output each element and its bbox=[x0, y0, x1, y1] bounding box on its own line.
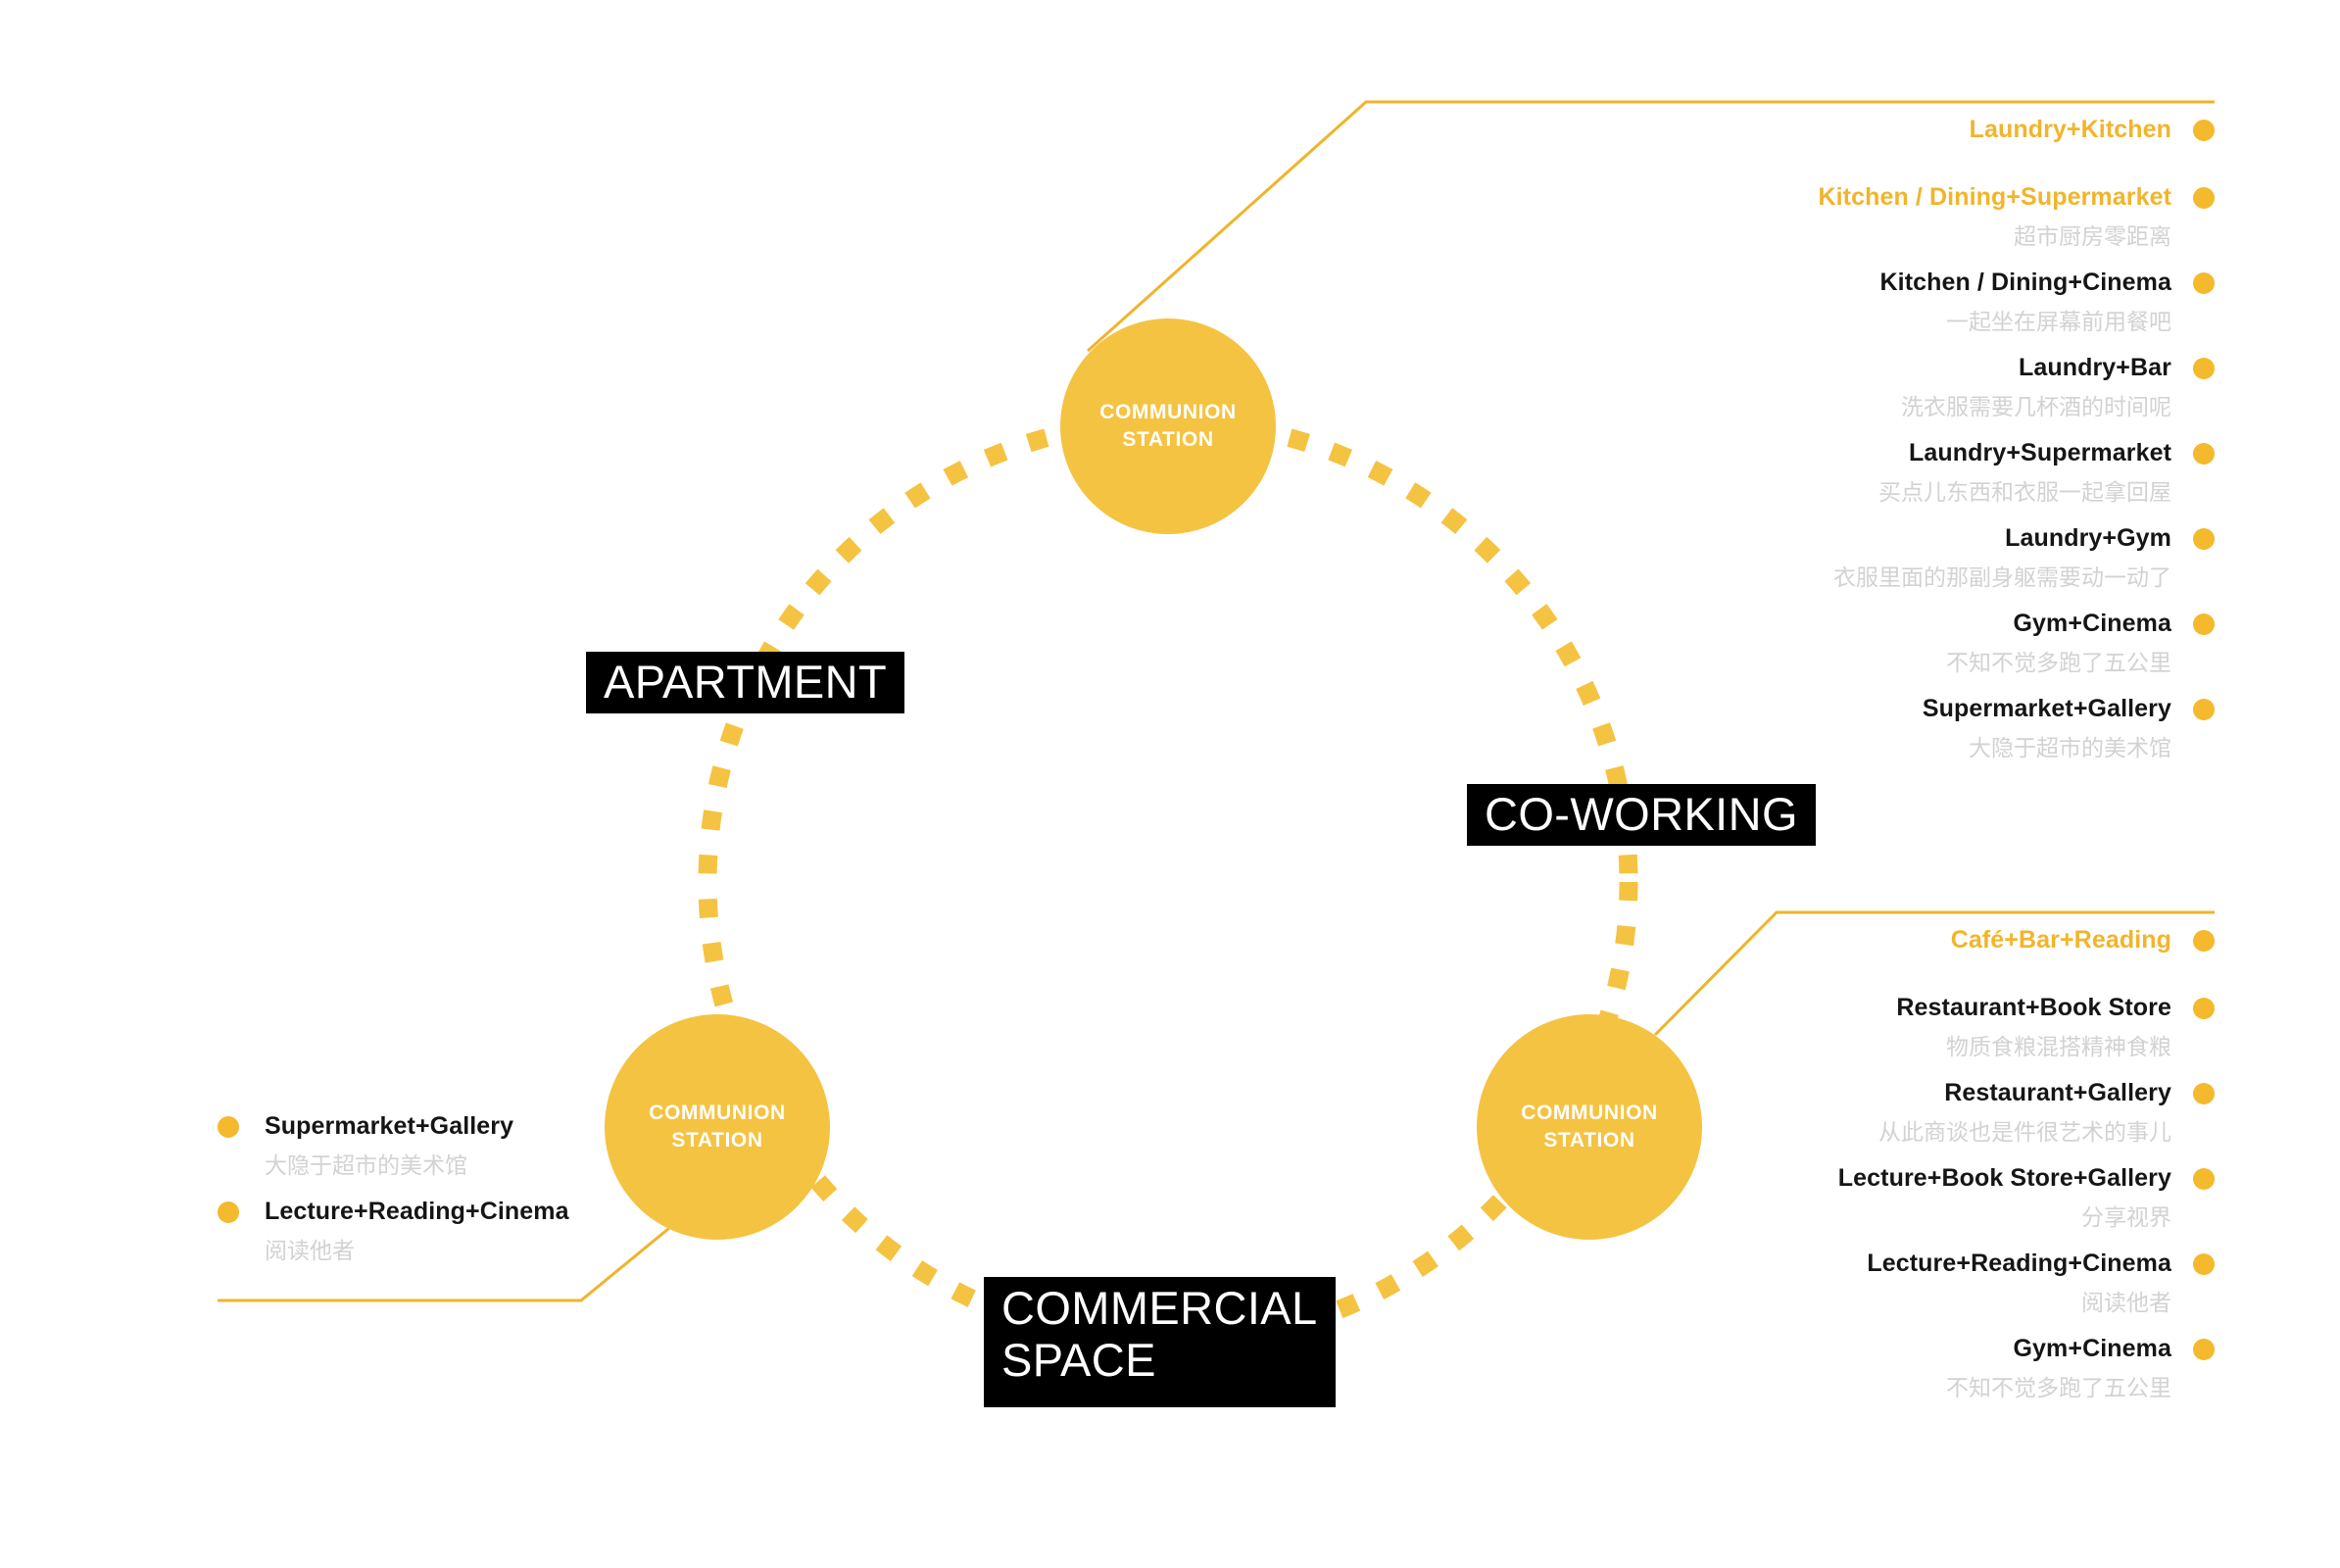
zone-label-text: APARTMENT bbox=[604, 656, 888, 709]
list-item-title: Lecture+Book Store+Gallery bbox=[1837, 1164, 2171, 1192]
bullet-dot-icon bbox=[218, 1115, 239, 1138]
list-item-title: Laundry+Gym bbox=[2005, 524, 2171, 552]
list-item-title: Laundry+Supermarket bbox=[1909, 439, 2171, 466]
list-item[interactable]: Laundry+Bar 洗衣服需要几杯酒的时间呢 bbox=[1818, 354, 2215, 421]
list-item[interactable]: Kitchen / Dining+Supermarket 超市厨房零距离 bbox=[1818, 183, 2215, 251]
list-item[interactable]: Laundry+Gym 衣服里面的那副身躯需要动一动了 bbox=[1818, 524, 2215, 592]
list-item-subtitle: 物质食粮混搭精神食粮 bbox=[1946, 1035, 2171, 1060]
list-item[interactable]: Gym+Cinema 不知不觉多跑了五公里 bbox=[1838, 1335, 2215, 1402]
bullet-dot-icon bbox=[2193, 1167, 2215, 1190]
bullet-dot-icon bbox=[2193, 271, 2215, 294]
list-item[interactable]: Kitchen / Dining+Cinema 一起坐在屏幕前用餐吧 bbox=[1818, 269, 2215, 336]
bullet-dot-icon bbox=[2193, 929, 2215, 952]
zone-label-coworking: CO-WORKING bbox=[1467, 784, 1816, 846]
program-list-commercial: Café+Bar+Reading Restaurant+Book Store 物… bbox=[1838, 926, 2215, 1420]
list-item-title: Kitchen / Dining+Cinema bbox=[1879, 269, 2171, 296]
bullet-dot-icon bbox=[2193, 1252, 2215, 1275]
list-item-title: Restaurant+Book Store bbox=[1896, 994, 2171, 1021]
list-item-subtitle: 大隐于超市的美术馆 bbox=[1969, 736, 2171, 761]
list-item-subtitle: 洗衣服需要几杯酒的时间呢 bbox=[1901, 395, 2171, 420]
communion-station-right[interactable]: COMMUNION STATION bbox=[1477, 1014, 1702, 1240]
list-item-title: Supermarket+Gallery bbox=[265, 1112, 514, 1140]
list-item-subtitle: 一起坐在屏幕前用餐吧 bbox=[1946, 310, 2171, 335]
list-item[interactable]: Restaurant+Book Store 物质食粮混搭精神食粮 bbox=[1838, 994, 2215, 1061]
bullet-dot-icon bbox=[2193, 119, 2215, 141]
list-item[interactable]: Supermarket+Gallery 大隐于超市的美术馆 bbox=[218, 1112, 569, 1180]
bullet-dot-icon bbox=[2193, 997, 2215, 1019]
bullet-dot-icon bbox=[218, 1200, 239, 1223]
bullet-dot-icon bbox=[2193, 442, 2215, 465]
list-item-subtitle: 不知不觉多跑了五公里 bbox=[1946, 651, 2171, 676]
zone-label-apartment: APARTMENT bbox=[586, 652, 905, 713]
list-item[interactable]: Lecture+Book Store+Gallery 分享视界 bbox=[1838, 1164, 2215, 1232]
program-list-left: Supermarket+Gallery 大隐于超市的美术馆 Lecture+Re… bbox=[218, 1112, 569, 1283]
list-item[interactable]: Supermarket+Gallery 大隐于超市的美术馆 bbox=[1818, 695, 2215, 762]
list-item[interactable]: Lecture+Reading+Cinema 阅读他者 bbox=[1838, 1250, 2215, 1317]
bullet-dot-icon bbox=[2193, 612, 2215, 635]
list-item[interactable]: Laundry+Supermarket 买点儿东西和衣服一起拿回屋 bbox=[1818, 439, 2215, 507]
list-item-title: Gym+Cinema bbox=[2013, 610, 2171, 637]
list-item-subtitle: 阅读他者 bbox=[265, 1239, 355, 1264]
list-item-subtitle: 从此商谈也是件很艺术的事儿 bbox=[1878, 1120, 2171, 1146]
communion-station-left[interactable]: COMMUNION STATION bbox=[605, 1014, 830, 1240]
list-item-title: Laundry+Bar bbox=[2018, 354, 2171, 381]
bullet-dot-icon bbox=[2193, 527, 2215, 550]
list-item-subtitle: 阅读他者 bbox=[2081, 1291, 2171, 1316]
station-label: COMMUNION STATION bbox=[1099, 401, 1237, 451]
list-item[interactable]: Café+Bar+Reading bbox=[1838, 926, 2215, 955]
list-item-title: Restaurant+Gallery bbox=[1944, 1079, 2171, 1106]
list-item-title: Laundry+Kitchen bbox=[1969, 116, 2171, 143]
list-item[interactable]: Restaurant+Gallery 从此商谈也是件很艺术的事儿 bbox=[1838, 1079, 2215, 1147]
list-item-title: Café+Bar+Reading bbox=[1950, 926, 2171, 954]
list-item-title: Lecture+Reading+Cinema bbox=[1867, 1250, 2171, 1277]
zone-label-text: COMMERCIAL SPACE bbox=[1001, 1282, 1318, 1386]
bullet-dot-icon bbox=[2193, 698, 2215, 720]
orbit-dashed-circle bbox=[698, 412, 1638, 1352]
list-item[interactable]: Laundry+Kitchen bbox=[1818, 116, 2215, 144]
list-item-title: Gym+Cinema bbox=[2013, 1335, 2171, 1362]
list-item-title: Supermarket+Gallery bbox=[1922, 695, 2171, 722]
station-label: COMMUNION STATION bbox=[1521, 1102, 1658, 1152]
zone-label-text: CO-WORKING bbox=[1485, 788, 1798, 841]
bullet-dot-icon bbox=[2193, 1338, 2215, 1360]
station-label: COMMUNION STATION bbox=[649, 1102, 786, 1152]
list-item-subtitle: 大隐于超市的美术馆 bbox=[265, 1153, 467, 1179]
list-item[interactable]: Gym+Cinema 不知不觉多跑了五公里 bbox=[1818, 610, 2215, 677]
communion-station-top[interactable]: COMMUNION STATION bbox=[1060, 318, 1276, 534]
list-item-title: Lecture+Reading+Cinema bbox=[265, 1198, 569, 1225]
program-list-apartment: Laundry+Kitchen Kitchen / Dining+Superma… bbox=[1818, 116, 2215, 780]
list-item-subtitle: 衣服里面的那副身躯需要动一动了 bbox=[1833, 565, 2171, 591]
zone-label-commercial: COMMERCIAL SPACE bbox=[984, 1277, 1336, 1407]
list-item-subtitle: 分享视界 bbox=[2081, 1205, 2171, 1231]
bullet-dot-icon bbox=[2193, 186, 2215, 209]
bullet-dot-icon bbox=[2193, 1082, 2215, 1104]
list-item[interactable]: Lecture+Reading+Cinema 阅读他者 bbox=[218, 1198, 569, 1265]
list-item-subtitle: 不知不觉多跑了五公里 bbox=[1946, 1376, 2171, 1401]
list-item-title: Kitchen / Dining+Supermarket bbox=[1818, 183, 2171, 211]
bullet-dot-icon bbox=[2193, 357, 2215, 379]
list-item-subtitle: 买点儿东西和衣服一起拿回屋 bbox=[1878, 480, 2171, 506]
list-item-subtitle: 超市厨房零距离 bbox=[2014, 224, 2171, 250]
